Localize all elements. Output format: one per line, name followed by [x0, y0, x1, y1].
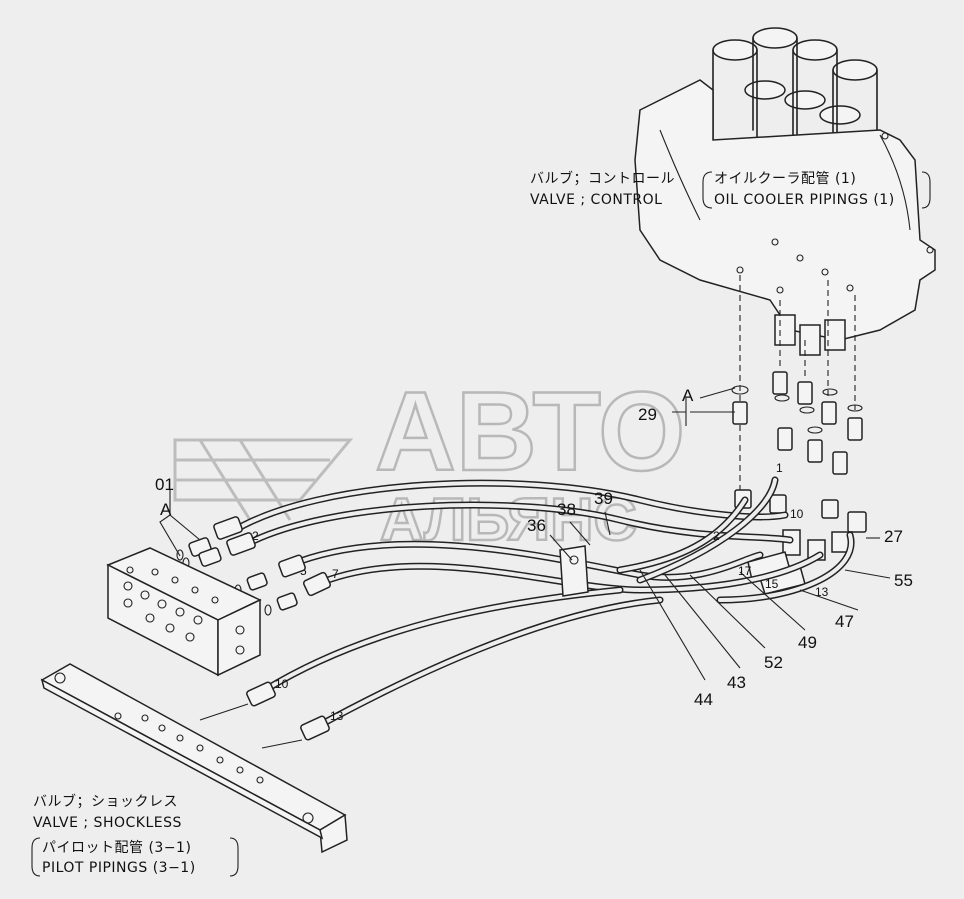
shockless-valve-block [106, 547, 262, 677]
callout-44: 44 [694, 690, 713, 709]
leader-lines [159, 387, 891, 681]
hose-mark-13a: 13 [815, 585, 829, 599]
shockless-valve-caption: バルブ；ショックレス VALVE ; SHOCKLESS パイロット配管 (3−… [31, 793, 239, 877]
hose-mark-13b: 13 [330, 709, 344, 723]
valve-fittings [731, 371, 867, 595]
watermark-logo-icon [173, 438, 354, 521]
control-valve-en: VALVE ; CONTROL [530, 192, 662, 208]
callout-27: 27 [884, 527, 903, 546]
callout-36: 36 [527, 516, 546, 535]
callout-01: 01 [155, 475, 174, 494]
callout-52: 52 [764, 653, 783, 672]
hose-bundle [231, 476, 855, 729]
callout-55: 55 [894, 571, 913, 590]
view-label-a-left: A [160, 500, 172, 519]
hose-mark-2b: 2 [713, 529, 720, 543]
oil-cooler-en: OIL COOLER PIPINGS (1) [714, 192, 895, 208]
callouts: 01 A 29 A 36 38 39 27 55 47 49 52 43 44 [155, 386, 913, 709]
shockless-valve-en: VALVE ; SHOCKLESS [33, 815, 182, 831]
mounting-bracket [40, 663, 348, 854]
callout-43: 43 [727, 673, 746, 692]
hose-mark-7: 7 [332, 567, 339, 581]
oil-cooler-jp: オイルクーラ配管 (1) [714, 171, 856, 187]
callout-29: 29 [638, 405, 657, 424]
shockless-valve-jp: バルブ；ショックレス [33, 793, 178, 810]
control-valve [634, 27, 936, 490]
pilot-pipings-en: PILOT PIPINGS (3−1) [42, 860, 196, 876]
callout-39: 39 [594, 489, 613, 508]
hose-mark-10a: 10 [790, 507, 804, 521]
control-valve-jp: バルブ；コントロール [530, 170, 675, 187]
callout-38: 38 [557, 500, 576, 519]
watermark: АВТО АЛЬЯНС [173, 368, 687, 554]
pilot-pipings-jp: パイロット配管 (3−1) [42, 840, 191, 856]
left-hose-fittings [176, 516, 332, 741]
hose-mark-15: 15 [765, 577, 779, 591]
watermark-line1: АВТО [375, 369, 685, 494]
hose-mark-17: 17 [738, 564, 752, 578]
callout-47: 47 [835, 612, 854, 631]
view-label-a-right: A [682, 386, 694, 405]
hose-mark-2a: 2 [252, 529, 259, 543]
hose-mark-10b: 10 [275, 677, 289, 691]
hose-mark-1: 1 [776, 461, 783, 475]
control-valve-caption: バルブ；コントロール VALVE ; CONTROL オイルクーラ配管 (1) … [530, 170, 931, 209]
callout-49: 49 [798, 633, 817, 652]
